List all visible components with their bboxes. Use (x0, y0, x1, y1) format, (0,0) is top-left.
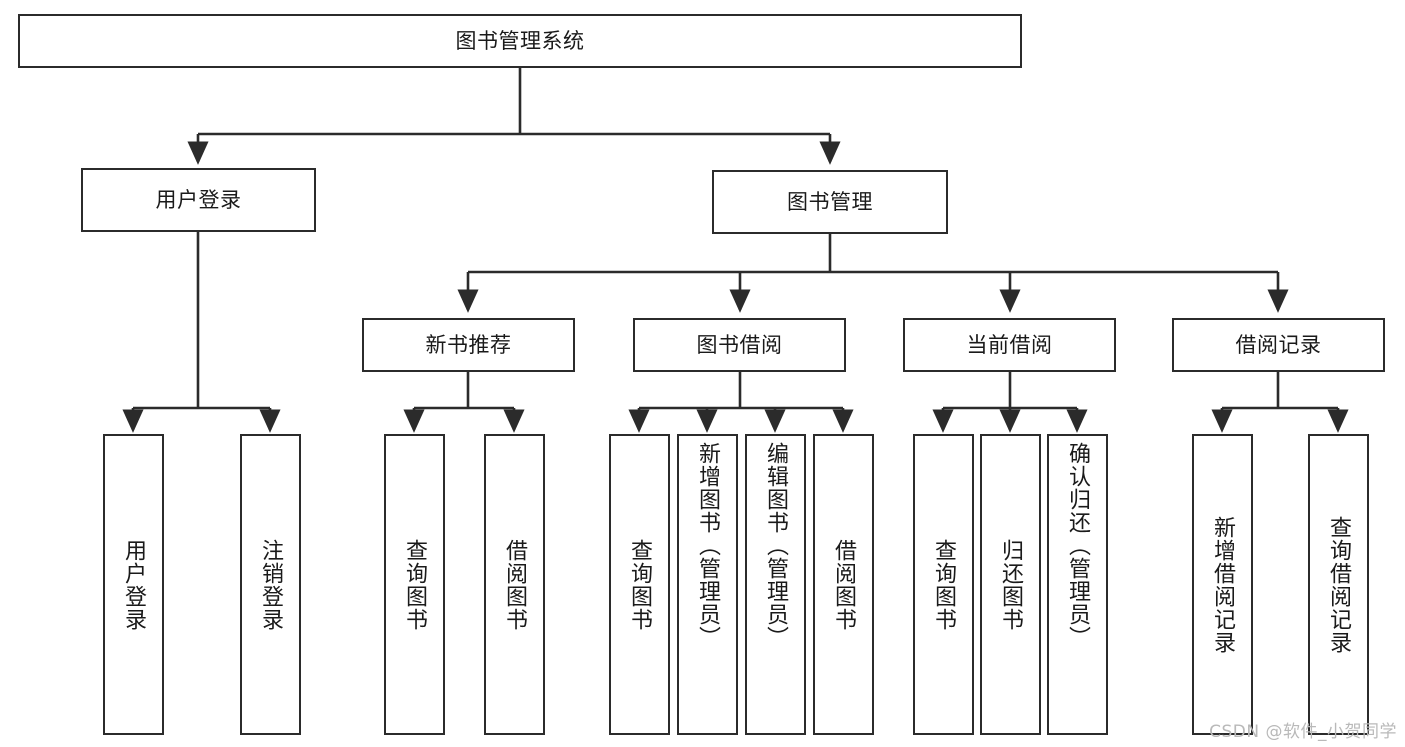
node-new-book-recommend[interactable]: 新书推荐 (362, 318, 575, 372)
node-current-borrow[interactable]: 当前借阅 (903, 318, 1116, 372)
node-book-management-label: 图书管理 (787, 189, 873, 214)
node-leaf-logout-label: 注销登录 (258, 538, 284, 631)
node-leaf-confirm-return-label: 确认归还（管理员） (1065, 442, 1091, 649)
node-root-label: 图书管理系统 (455, 28, 585, 53)
node-leaf-user-login-label: 用户登录 (121, 538, 147, 631)
csdn-watermark: CSDN @软件_小贺同学 (1209, 722, 1397, 742)
node-leaf-borrow-book-1-label: 借阅图书 (502, 538, 528, 631)
node-leaf-query-book-1-label: 查询图书 (402, 538, 428, 631)
node-leaf-query-record-label: 查询借阅记录 (1326, 515, 1352, 654)
node-leaf-query-book-2-label: 查询图书 (627, 538, 653, 631)
node-leaf-borrow-book-1[interactable]: 借阅图书 (484, 434, 545, 735)
node-book-borrow[interactable]: 图书借阅 (633, 318, 846, 372)
node-leaf-logout[interactable]: 注销登录 (240, 434, 301, 735)
node-leaf-return-book[interactable]: 归还图书 (980, 434, 1041, 735)
node-borrow-record-label: 借阅记录 (1235, 332, 1322, 357)
node-leaf-borrow-book-2-label: 借阅图书 (831, 538, 857, 631)
node-current-borrow-label: 当前借阅 (966, 332, 1053, 357)
node-leaf-query-book-3[interactable]: 查询图书 (913, 434, 974, 735)
node-leaf-query-book-3-label: 查询图书 (931, 538, 957, 631)
node-leaf-query-book-1[interactable]: 查询图书 (384, 434, 445, 735)
node-leaf-add-record[interactable]: 新增借阅记录 (1192, 434, 1253, 735)
node-user-login[interactable]: 用户登录 (81, 168, 316, 232)
node-new-book-recommend-label: 新书推荐 (425, 332, 512, 357)
node-leaf-edit-book[interactable]: 编辑图书（管理员） (745, 434, 806, 735)
node-leaf-confirm-return[interactable]: 确认归还（管理员） (1047, 434, 1108, 735)
node-root[interactable]: 图书管理系统 (18, 14, 1022, 68)
node-leaf-query-record[interactable]: 查询借阅记录 (1308, 434, 1369, 735)
node-leaf-query-book-2[interactable]: 查询图书 (609, 434, 670, 735)
node-book-borrow-label: 图书借阅 (696, 332, 783, 357)
node-leaf-user-login[interactable]: 用户登录 (103, 434, 164, 735)
node-leaf-borrow-book-2[interactable]: 借阅图书 (813, 434, 874, 735)
node-leaf-add-book-label: 新增图书（管理员） (695, 442, 721, 649)
node-book-management[interactable]: 图书管理 (712, 170, 948, 234)
node-leaf-add-record-label: 新增借阅记录 (1210, 515, 1236, 654)
node-leaf-return-book-label: 归还图书 (998, 538, 1024, 631)
node-leaf-add-book[interactable]: 新增图书（管理员） (677, 434, 738, 735)
node-leaf-edit-book-label: 编辑图书（管理员） (763, 442, 789, 649)
node-borrow-record[interactable]: 借阅记录 (1172, 318, 1385, 372)
node-user-login-label: 用户登录 (155, 187, 242, 212)
